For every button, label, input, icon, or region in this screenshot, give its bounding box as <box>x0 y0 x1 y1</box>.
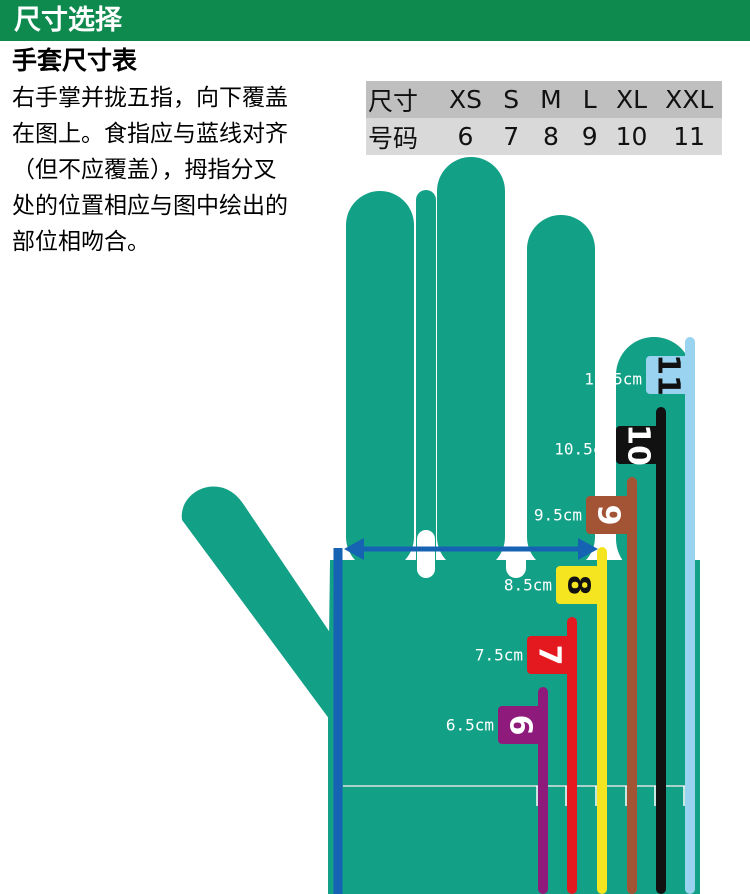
length-label: 10.5cm <box>554 440 612 459</box>
size-number: 10 <box>621 424 656 466</box>
glove-middle-finger <box>437 157 505 571</box>
size-cell: S <box>503 85 520 114</box>
finger-gap <box>416 190 436 580</box>
measure-bar <box>685 337 695 894</box>
measure-11: 11 11.5cm <box>584 337 695 894</box>
measure-bar <box>656 407 666 894</box>
finger-gap <box>506 530 526 578</box>
size-tab <box>616 426 660 464</box>
number-cell: 6 <box>457 122 474 151</box>
measure-9: 9 9.5cm <box>534 477 637 894</box>
instruction-line: 右手掌并拢五指，向下覆盖 <box>12 85 288 111</box>
number-row: 号码 6 7 8 9 10 11 <box>366 118 722 155</box>
length-label: 8.5cm <box>504 576 552 595</box>
number-cell: 8 <box>543 122 559 151</box>
measure-6: 6 6.5cm <box>446 687 548 894</box>
measure-8: 8 8.5cm <box>504 547 607 894</box>
size-cell: XS <box>448 85 482 114</box>
size-tab <box>586 496 630 534</box>
finger-gap <box>417 530 435 578</box>
glove-index-finger <box>346 191 414 571</box>
number-row-header: 号码 <box>368 123 419 153</box>
instruction-line: 在图上。食指应与蓝线对齐 <box>12 121 288 147</box>
measure-bar <box>597 547 607 894</box>
size-tab <box>498 706 542 744</box>
instruction-line: （但不应覆盖），拇指分叉 <box>12 157 277 183</box>
arrow-left-icon <box>344 538 364 560</box>
size-row-header: 尺寸 <box>368 86 419 116</box>
size-number: 6 <box>503 715 538 736</box>
length-label: 7.5cm <box>475 646 523 665</box>
measure-10: 10 10.5cm <box>554 407 666 894</box>
measure-7: 7 7.5cm <box>475 617 577 894</box>
size-number: 11 <box>651 354 686 396</box>
page-subtitle: 手套尺寸表 <box>12 46 138 75</box>
length-label: 6.5cm <box>446 716 494 735</box>
glove-ring-finger <box>527 215 595 571</box>
size-cell: XXL <box>665 85 714 114</box>
glove-diagram: 6 6.5cm 7 7.5cm 8 8.5cm 9 9.5cm 10 10.5cm 11 11.5cm <box>181 157 700 894</box>
arrow-right-icon <box>578 538 598 560</box>
header-title: 尺寸选择 <box>14 5 122 36</box>
size-number: 8 <box>561 575 596 596</box>
size-cell: XL <box>615 85 648 114</box>
blue-guide <box>333 538 598 894</box>
size-cell: M <box>540 85 562 114</box>
number-cell: 10 <box>615 122 648 151</box>
size-number: 7 <box>532 645 567 666</box>
size-tab <box>646 356 690 394</box>
instruction-line: 处的位置相应与图中绘出的 <box>12 193 288 219</box>
glove-thumb <box>181 486 335 720</box>
size-tab <box>556 566 600 604</box>
length-label: 11.5cm <box>584 370 642 389</box>
length-label: 9.5cm <box>534 506 582 525</box>
header-bar: 尺寸选择 <box>0 0 750 41</box>
size-row: 尺寸 XS S M L XL XXL <box>366 81 722 118</box>
number-cell: 7 <box>503 122 520 151</box>
measure-bar <box>567 617 577 894</box>
instruction-line: 部位相吻合。 <box>12 229 150 255</box>
size-cell: L <box>582 85 597 114</box>
size-tab <box>527 636 571 674</box>
number-cell: 11 <box>673 122 706 151</box>
measure-group: 6 6.5cm 7 7.5cm 8 8.5cm 9 9.5cm 10 10.5cm 11 11.5cm <box>446 337 695 894</box>
instructions-text: 右手掌并拢五指，向下覆盖 在图上。食指应与蓝线对齐 （但不应覆盖），拇指分叉 处… <box>12 80 342 260</box>
number-cell: 9 <box>581 122 598 151</box>
measure-bar <box>627 477 637 894</box>
size-number: 9 <box>591 505 626 526</box>
size-table: 尺寸 XS S M L XL XXL 号码 6 7 8 9 10 11 <box>366 81 722 155</box>
